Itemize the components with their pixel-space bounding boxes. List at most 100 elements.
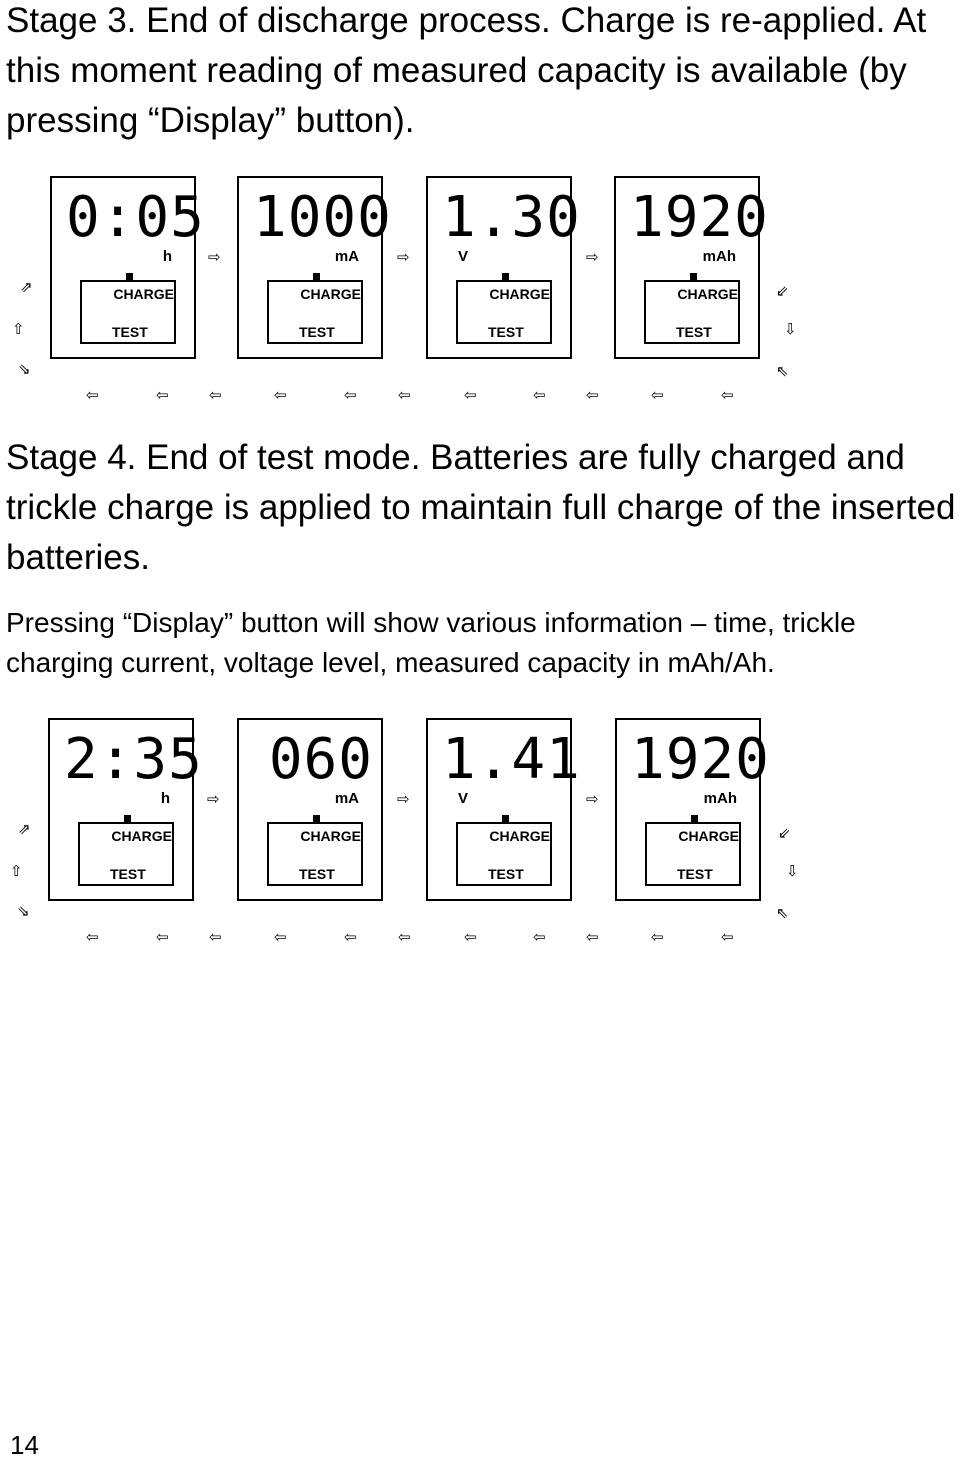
unit-label: mA — [334, 790, 359, 807]
battery-cell-box: CHARGE TEST — [80, 273, 176, 344]
display-panel-time: 0:05 h CHARGE TEST — [50, 176, 205, 359]
arrow-down-icon: ⇩ — [786, 862, 799, 880]
battery-terminal — [691, 815, 698, 822]
battery-cell-box: CHARGE TEST — [645, 815, 741, 886]
stage4-info-paragraph: Pressing “Display” button will show vari… — [6, 607, 856, 678]
arrow-down-icon: ⇩ — [784, 320, 797, 338]
battery-cell-box: CHARGE TEST — [78, 815, 174, 886]
charge-label: CHARGE — [489, 286, 550, 302]
page-number: 14 — [10, 1430, 39, 1460]
test-label: TEST — [488, 324, 524, 340]
display-panel-time: 2:35 h CHARGE TEST — [48, 718, 203, 901]
arrow-left-icon: ⇦ — [398, 928, 411, 946]
battery-terminal — [502, 815, 509, 822]
battery-terminal — [313, 815, 320, 822]
display-panel-current: 1000 mA CHARGE TEST — [237, 176, 392, 359]
display-readout: 0:05 — [66, 185, 205, 250]
display-panel-current: 060 mA CHARGE TEST — [237, 718, 383, 901]
display-readout: 1920 — [631, 727, 770, 792]
arrow-left-icon: ⇦ — [533, 928, 546, 946]
arrow-left-icon: ⇦ — [586, 928, 599, 946]
battery-terminal — [690, 273, 697, 280]
arrow-left-icon: ⇦ — [156, 386, 169, 404]
display-panel-voltage: 1.41 V CHARGE TEST — [426, 718, 581, 901]
arrow-up-left-icon: ⇖ — [776, 362, 789, 380]
arrow-left-icon: ⇦ — [344, 928, 357, 946]
arrow-left-icon: ⇦ — [86, 928, 99, 946]
arrow-left-icon: ⇦ — [274, 928, 287, 946]
display-panel-capacity: 1920 mAh CHARGE TEST — [615, 718, 770, 901]
display-readout: 1.30 — [442, 185, 581, 250]
battery-terminal — [126, 273, 133, 280]
arrow-right-icon: ⇨ — [397, 790, 410, 808]
arrow-left-icon: ⇦ — [651, 928, 664, 946]
charge-label: CHARGE — [677, 286, 738, 302]
arrow-down-right-icon: ⇘ — [17, 902, 30, 920]
arrow-left-icon: ⇦ — [398, 386, 411, 404]
stage3-display-figure: 0:05 h CHARGE TEST 1000 mA CHARGE TEST 1… — [0, 170, 960, 404]
test-label: TEST — [299, 866, 335, 882]
test-label: TEST — [112, 324, 148, 340]
stage4-paragraph: Stage 4. End of test mode. Batteries are… — [6, 438, 956, 577]
arrow-left-icon: ⇦ — [586, 386, 599, 404]
unit-label: h — [160, 790, 170, 807]
test-label: TEST — [488, 866, 524, 882]
charge-label: CHARGE — [300, 286, 361, 302]
battery-cell-box: CHARGE TEST — [456, 273, 552, 344]
battery-cell-box: CHARGE TEST — [644, 273, 740, 344]
battery-cell-box: CHARGE TEST — [267, 273, 363, 344]
charge-label: CHARGE — [678, 828, 739, 844]
arrow-left-icon: ⇦ — [464, 928, 477, 946]
arrow-up-left-icon: ⇖ — [776, 904, 789, 922]
arrow-left-icon: ⇦ — [721, 386, 734, 404]
stage4-display-figure: 2:35 h CHARGE TEST 060 mA CHARGE TEST 1.… — [0, 712, 960, 946]
stage3-paragraph: Stage 3. End of discharge process. Charg… — [6, 1, 927, 140]
arrow-left-icon: ⇦ — [209, 928, 222, 946]
display-readout: 060 — [268, 727, 373, 792]
unit-label: h — [162, 248, 172, 265]
test-label: TEST — [110, 866, 146, 882]
display-panel-voltage: 1.30 V CHARGE TEST — [426, 176, 581, 359]
arrow-right-icon: ⇨ — [586, 248, 599, 266]
arrow-up-icon: ⇧ — [10, 862, 23, 880]
unit-label: V — [458, 790, 469, 807]
arrow-left-icon: ⇦ — [344, 386, 357, 404]
arrow-up-right-icon: ⇗ — [18, 820, 31, 838]
arrow-down-left-icon: ⇙ — [776, 282, 789, 300]
arrow-left-icon: ⇦ — [86, 386, 99, 404]
display-readout: 2:35 — [64, 727, 203, 792]
test-label: TEST — [676, 324, 712, 340]
arrow-right-icon: ⇨ — [207, 790, 220, 808]
battery-cell-box: CHARGE TEST — [267, 815, 363, 886]
display-readout: 1.41 — [442, 727, 581, 792]
battery-terminal — [124, 815, 131, 822]
display-readout: 1920 — [630, 185, 769, 250]
arrow-up-right-icon: ⇗ — [20, 278, 33, 296]
battery-terminal — [313, 273, 320, 280]
unit-label: V — [458, 248, 469, 265]
test-label: TEST — [677, 866, 713, 882]
display-panel-capacity: 1920 mAh CHARGE TEST — [614, 176, 769, 359]
arrow-down-left-icon: ⇙ — [778, 824, 791, 842]
display-readout: 1000 — [253, 185, 392, 250]
battery-terminal — [502, 273, 509, 280]
arrow-right-icon: ⇨ — [586, 790, 599, 808]
arrow-left-icon: ⇦ — [721, 928, 734, 946]
test-label: TEST — [299, 324, 335, 340]
arrow-down-right-icon: ⇘ — [18, 360, 31, 378]
arrow-left-icon: ⇦ — [651, 386, 664, 404]
unit-label: mA — [334, 248, 359, 265]
arrow-left-icon: ⇦ — [533, 386, 546, 404]
arrow-up-icon: ⇧ — [12, 320, 25, 338]
battery-cell-box: CHARGE TEST — [456, 815, 552, 886]
unit-label: mAh — [702, 248, 736, 265]
arrow-right-icon: ⇨ — [208, 248, 221, 266]
arrow-left-icon: ⇦ — [274, 386, 287, 404]
charge-label: CHARGE — [113, 286, 174, 302]
charge-label: CHARGE — [111, 828, 172, 844]
arrow-left-icon: ⇦ — [464, 386, 477, 404]
charge-label: CHARGE — [489, 828, 550, 844]
arrow-right-icon: ⇨ — [397, 248, 410, 266]
charge-label: CHARGE — [300, 828, 361, 844]
arrow-left-icon: ⇦ — [209, 386, 222, 404]
